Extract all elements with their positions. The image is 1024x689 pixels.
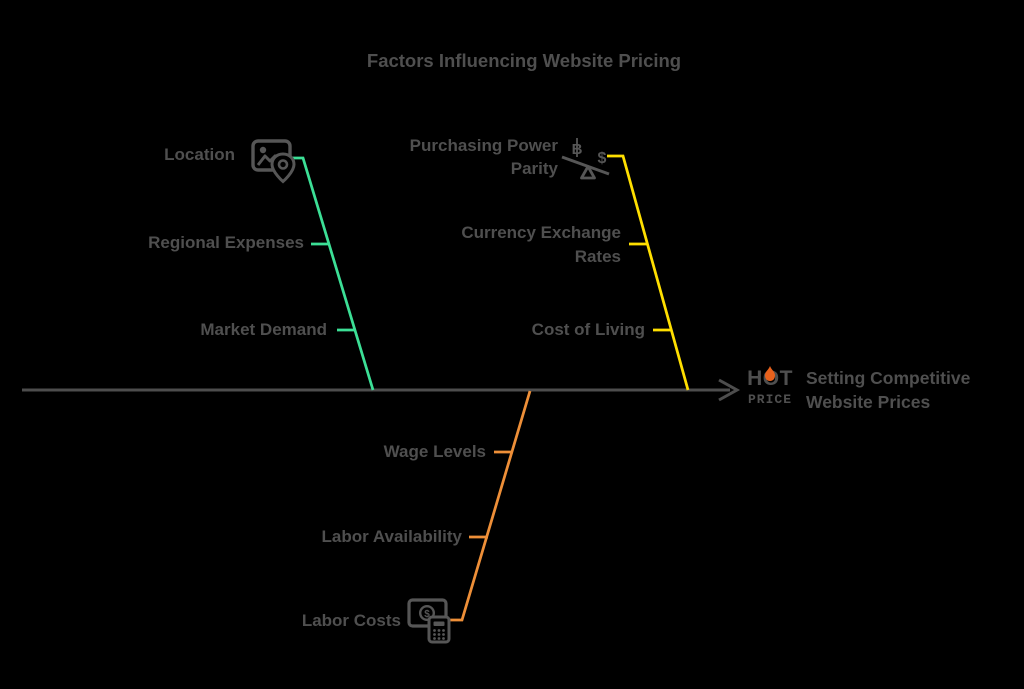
calculator-buttons <box>433 629 445 640</box>
calculator-screen <box>433 621 445 626</box>
label-wage-levels: Wage Levels <box>383 442 486 461</box>
page-title: Factors Influencing Website Pricing <box>366 50 682 71</box>
label-market-demand: Market Demand <box>200 320 327 339</box>
label-purchasing-power-parity: Purchasing Power Parity <box>409 136 558 178</box>
photo-location-pin-icon <box>251 139 296 184</box>
spine-arrowhead-icon <box>718 378 741 402</box>
label-location: Location <box>164 145 235 164</box>
label-labor-availability: Labor Availability <box>321 527 462 546</box>
baht-symbol: B <box>572 141 583 158</box>
balance-plank <box>561 155 610 176</box>
label-labor-costs: Labor Costs <box>301 611 401 630</box>
spine <box>22 378 741 402</box>
logo-hot-text: HOT <box>741 366 799 389</box>
label-cost-of-living: Cost of Living <box>531 320 645 339</box>
hot-price-logo: HOT PRICE <box>741 366 799 407</box>
photo-sun-dot <box>259 146 267 154</box>
branch-top-left <box>288 156 375 391</box>
logo-price-text: PRICE <box>747 392 792 407</box>
branch-top-left-line <box>288 156 375 391</box>
balance-fulcrum <box>580 165 596 180</box>
dollar-symbol: $ <box>598 150 607 167</box>
money-calculator-icon: $ <box>407 598 451 644</box>
flame-icon <box>765 366 775 381</box>
branch-bottom <box>447 390 532 622</box>
label-regional-expenses: Regional Expenses <box>148 233 304 252</box>
branch-bottom-line <box>447 390 532 622</box>
branch-top-right-line <box>607 154 690 391</box>
banknote-dollar-symbol: $ <box>424 609 430 620</box>
currency-balance-icon: B $ <box>561 138 610 180</box>
branch-top-right <box>607 154 690 391</box>
result-label: Setting Competitive Website Prices <box>806 368 971 412</box>
label-currency-exchange-rates: Currency Exchange Rates <box>461 223 621 266</box>
